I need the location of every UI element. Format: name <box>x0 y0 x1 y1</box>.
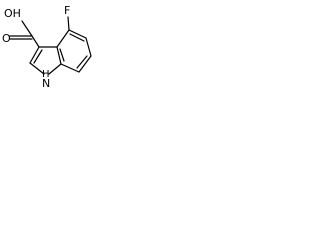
labels-group: OH O F H N <box>2 4 70 90</box>
bonds-group <box>9 16 92 75</box>
bond-c4-c5-inner <box>69 33 85 42</box>
bond-c3-c2-inner <box>33 49 43 64</box>
bond-c3a-c7a <box>56 46 62 65</box>
bond-c6-c7 <box>78 55 92 73</box>
atom-label-oh: OH <box>4 7 21 20</box>
bond-c2-n1 <box>29 62 45 75</box>
bond-c3a-c4 <box>56 29 70 48</box>
bond-c4-f <box>67 16 70 31</box>
bond-c6-c7-inner <box>76 55 88 69</box>
bond-c7-c7a <box>60 63 80 73</box>
atom-label-nh-h: H <box>42 69 50 80</box>
atom-label-carbonyl-o: O <box>2 32 11 45</box>
structure-svg: OH O F H N <box>2 4 92 90</box>
bond-n1-c7a <box>48 63 62 75</box>
atom-label-n: N <box>42 77 50 90</box>
bond-c3-c2 <box>29 46 40 64</box>
atom-label-f: F <box>64 4 70 17</box>
molecule-diagram: OH O F H N <box>0 0 101 91</box>
bond-c7a-c3a-inner <box>59 48 65 62</box>
bond-c4-c5 <box>68 29 87 39</box>
bond-c5-c6 <box>85 37 92 57</box>
bond-c3-ccooh <box>31 35 40 48</box>
bond-cooh-oh <box>21 20 33 37</box>
